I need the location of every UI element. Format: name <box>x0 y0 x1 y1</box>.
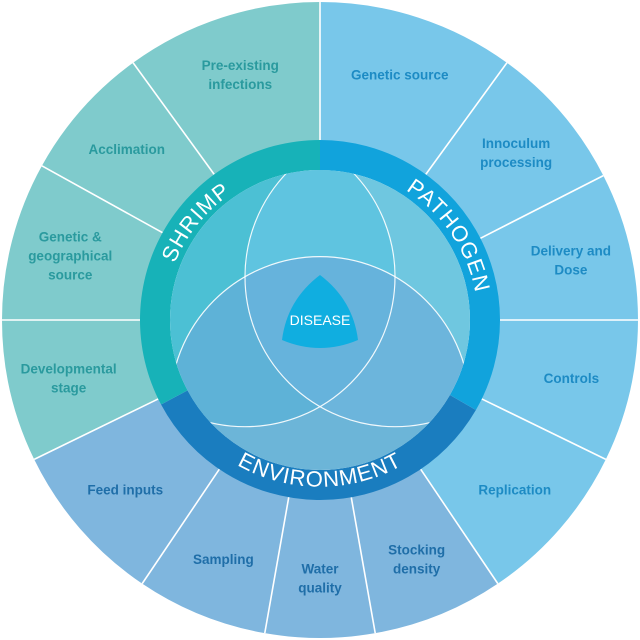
outer-label-line: source <box>48 267 93 282</box>
outer-label-line: Acclimation <box>89 142 166 157</box>
outer-segment-controls <box>480 320 638 460</box>
outer-label-line: Feed inputs <box>87 482 163 497</box>
outer-label-line: Sampling <box>193 552 254 567</box>
outer-label-line: Genetic source <box>351 68 449 83</box>
outer-segment-developmental-stage <box>2 320 160 460</box>
segment-divider <box>141 468 221 585</box>
outer-label-line: Dose <box>554 262 588 277</box>
outer-segment-feed-inputs <box>34 398 220 584</box>
outer-segment-innoculum-processing <box>425 62 604 239</box>
outer-label-line: geographical <box>28 248 112 263</box>
outer-segment-genetic-source <box>320 2 507 176</box>
segment-divider <box>480 174 604 239</box>
outer-segment-replication <box>420 398 606 584</box>
category-ring-shrimp <box>139 140 320 405</box>
outer-label-acclimation: Acclimation <box>89 142 166 157</box>
outer-label-sampling: Sampling <box>193 552 254 567</box>
outer-label-line: Controls <box>544 371 600 386</box>
outer-segment-acclimation <box>41 62 215 234</box>
segment-divider <box>350 497 377 634</box>
center-label-disease: DISEASE <box>290 312 351 328</box>
segment-divider <box>481 398 607 461</box>
outer-label-controls: Controls <box>544 371 600 386</box>
outer-segment-pre-existing-infections <box>133 2 320 176</box>
segment-divider <box>263 497 290 634</box>
segment-divider <box>41 165 163 234</box>
outer-label-genetic-geographical-source: Genetic & geographical source <box>28 229 112 282</box>
outer-label-line: Innoculum <box>482 136 550 151</box>
outer-label-line: Pre-existing <box>202 58 279 73</box>
outer-label-line: Genetic & <box>39 229 102 244</box>
outer-segment-genetic-geographical-source <box>2 165 164 320</box>
outer-label-developmental-stage: Developmental stage <box>21 362 117 396</box>
outer-segment-stocking-density <box>351 468 498 634</box>
category-ring-environment <box>161 390 476 500</box>
category-ring-pathogen <box>320 140 501 410</box>
outer-label-pre-existing-infections: Pre-existing infections <box>202 58 279 92</box>
outer-label-stocking-density: Stocking density <box>388 543 445 577</box>
outer-label-line: Delivery and <box>531 243 611 258</box>
outer-label-genetic-source: Genetic source <box>351 68 449 83</box>
venn-center-disease <box>282 275 358 348</box>
outer-label-line: quality <box>298 581 342 596</box>
outer-label-line: Stocking <box>388 543 445 558</box>
outer-label-feed-inputs: Feed inputs <box>87 482 163 497</box>
outer-label-replication: Replication <box>478 482 551 497</box>
outer-segment-water-quality <box>264 496 376 638</box>
outer-label-line: Water <box>301 562 339 577</box>
outer-label-innoculum-processing: Innoculum processing <box>480 136 552 170</box>
segment-divider <box>132 62 215 175</box>
category-ring <box>139 140 501 500</box>
venn-diagram <box>170 170 470 470</box>
outer-label-line: processing <box>480 155 552 170</box>
outer-factor-labels: Pre-existing infections Genetic sourceInno… <box>21 58 611 595</box>
segment-divider <box>419 468 499 585</box>
outer-segment-delivery-and-dose <box>479 175 638 320</box>
outer-label-line: stage <box>51 381 87 396</box>
outer-label-water-quality: Water quality <box>298 562 342 596</box>
outer-label-line: Replication <box>478 482 551 497</box>
segment-divider <box>33 398 159 461</box>
outer-label-line: Developmental <box>21 362 117 377</box>
outer-label-line: density <box>393 562 441 577</box>
outer-label-line: infections <box>208 77 272 92</box>
segment-divider <box>425 62 508 175</box>
venn-outline <box>170 256 470 470</box>
outer-segment-sampling <box>142 468 289 634</box>
